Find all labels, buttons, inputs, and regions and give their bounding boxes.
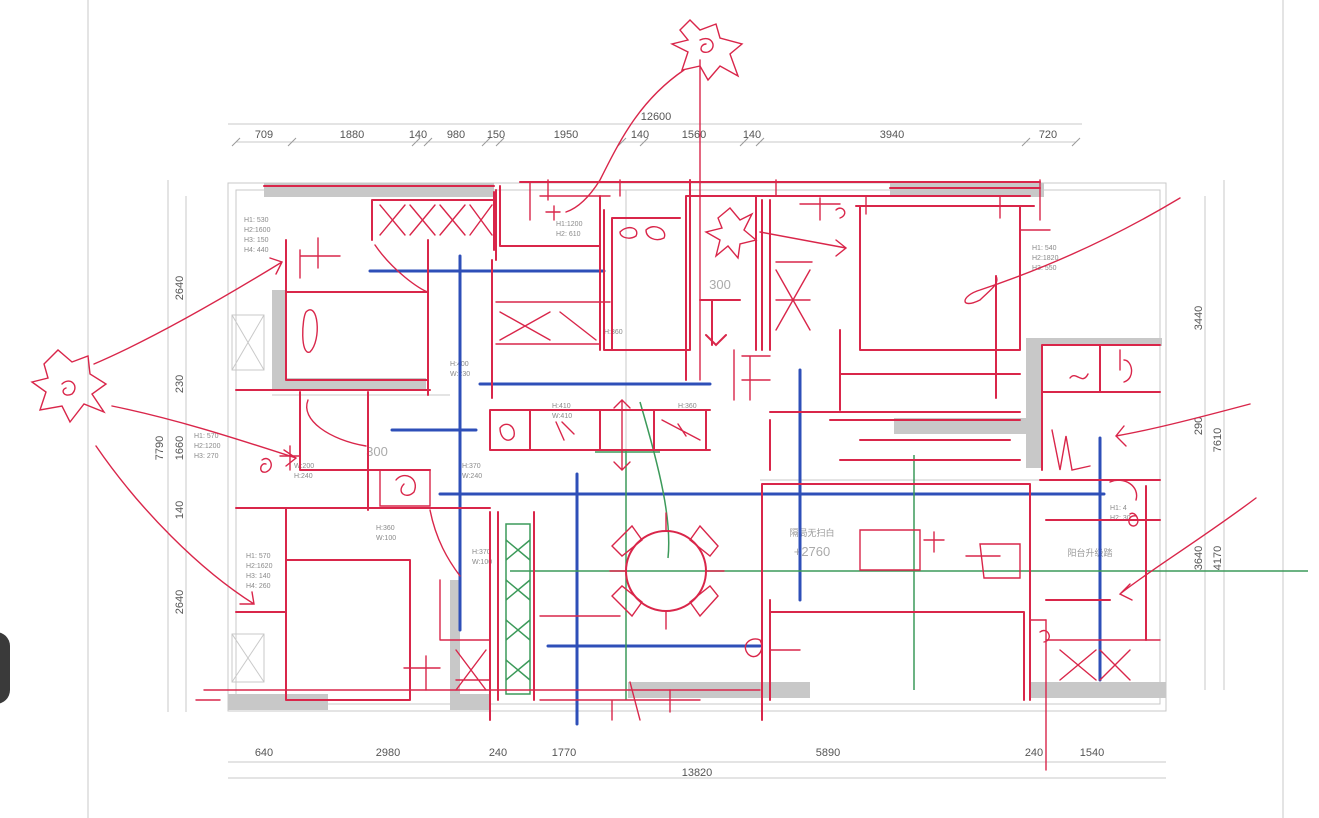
top-dimension-label: 140: [743, 129, 761, 141]
red-markup: [30, 19, 1257, 771]
living-elevation: +2760: [794, 544, 831, 559]
left-dimension-label: 230: [174, 375, 186, 393]
living-label: 隔局无扫白: [789, 527, 834, 538]
room-annotation-line: H1: 570: [194, 433, 219, 440]
top-dimension-label: 709: [255, 129, 273, 141]
top-total-dimension: 12600: [641, 111, 672, 123]
top-dimension-label: 1950: [554, 129, 578, 141]
green-markup: [505, 401, 1308, 700]
right-dimension-label: 290: [1193, 417, 1205, 435]
room-annotation-line: H2:1620: [246, 563, 273, 570]
bottom-dimension-label: 1770: [552, 747, 576, 759]
room-annotation-line: H3: 140: [246, 573, 271, 580]
left-dimension-label: 2640: [174, 590, 186, 614]
star-symbol-icon: [30, 349, 108, 424]
room-annotation-line: W:410: [552, 413, 572, 420]
room-annotation-line: H:240: [294, 473, 313, 480]
room-annotation-line: H:410: [552, 403, 571, 410]
room-annotation-line: W:100: [376, 535, 396, 542]
room-annotation-line: H:370: [462, 463, 481, 470]
left-total-dimension: 7790: [154, 436, 166, 460]
room-annotation-line: W:200: [294, 463, 314, 470]
left-dimension-label: 140: [174, 501, 186, 519]
room-annotation-line: H2:1820: [1032, 255, 1059, 262]
mouse-icon: [0, 632, 10, 704]
blue-markup: [368, 254, 1106, 726]
left-dimension-chain: 2640 230 1660 140 2640 7790: [154, 180, 187, 712]
balcony-label: 阳台升级踏: [1067, 547, 1112, 558]
room-annotation-line: H1: 4: [1110, 505, 1127, 512]
top-dimension-label: 1880: [340, 129, 364, 141]
bath-number: 300: [366, 444, 388, 459]
bottom-total-dimension: 13820: [682, 767, 713, 779]
room-annotation-line: H:370: [472, 549, 491, 556]
left-dimension-label: 2640: [174, 276, 186, 300]
top-dimension-label: 140: [409, 129, 427, 141]
bottom-dimension-label: 640: [255, 747, 273, 759]
right-dimension-label: 3640: [1193, 546, 1205, 570]
top-dimension-label: 980: [447, 129, 465, 141]
room-annotation-line: W:240: [462, 473, 482, 480]
room-annotation-line: H4: 440: [244, 247, 269, 254]
bottom-dimension-label: 240: [1025, 747, 1043, 759]
mid-number: 300: [709, 277, 731, 292]
room-annotation-line: H1: 540: [1032, 245, 1057, 252]
bottom-dimension-chain: 640 2980 240 1770 5890 240 1540 13820: [228, 747, 1166, 779]
room-annotation-line: H:360: [376, 525, 395, 532]
bottom-dimension-label: 1540: [1080, 747, 1104, 759]
right-dimension-label: 3440: [1193, 306, 1205, 330]
room-annotation-line: H2: 30: [1110, 515, 1131, 522]
top-dimension-label: 720: [1039, 129, 1057, 141]
room-annotation-line: H3: 150: [244, 237, 269, 244]
room-annotation-line: W:100: [472, 559, 492, 566]
right-dimension-chain: 3440 290 3640 7610 4170: [1193, 180, 1225, 690]
room-annotation-line: H:360: [604, 329, 623, 336]
top-dimension-label: 150: [487, 129, 505, 141]
bottom-dimension-label: 240: [489, 747, 507, 759]
room-annotation-line: H:360: [678, 403, 697, 410]
room-annotation-line: H3: 550: [1032, 265, 1057, 272]
top-dimension-label: 140: [631, 129, 649, 141]
room-annotation-line: H2:1200: [194, 443, 221, 450]
top-dimension-chain: 12600 709 1880 140 980 150 1950 140 1560 140 3940…: [228, 111, 1082, 147]
bottom-dimension-label: 2980: [376, 747, 400, 759]
room-annotation-line: H2: 610: [556, 231, 581, 238]
room-annotation-line: H4: 260: [246, 583, 271, 590]
page-frame: [87, 0, 1284, 818]
room-annotation-line: H3: 270: [194, 453, 219, 460]
top-dimension-label: 1560: [682, 129, 706, 141]
top-dimension-label: 3940: [880, 129, 904, 141]
room-annotation-line: H1: 530: [244, 217, 269, 224]
room-annotation-line: H1: 570: [246, 553, 271, 560]
bottom-dimension-label: 5890: [816, 747, 840, 759]
right-total-lower: 4170: [1212, 546, 1224, 570]
room-annotation-line: H1:1200: [556, 221, 583, 228]
right-total-upper: 7610: [1212, 428, 1224, 452]
room-annotation-line: H2:1600: [244, 227, 271, 234]
left-dimension-label: 1660: [174, 436, 186, 460]
dining-table: [609, 512, 725, 630]
